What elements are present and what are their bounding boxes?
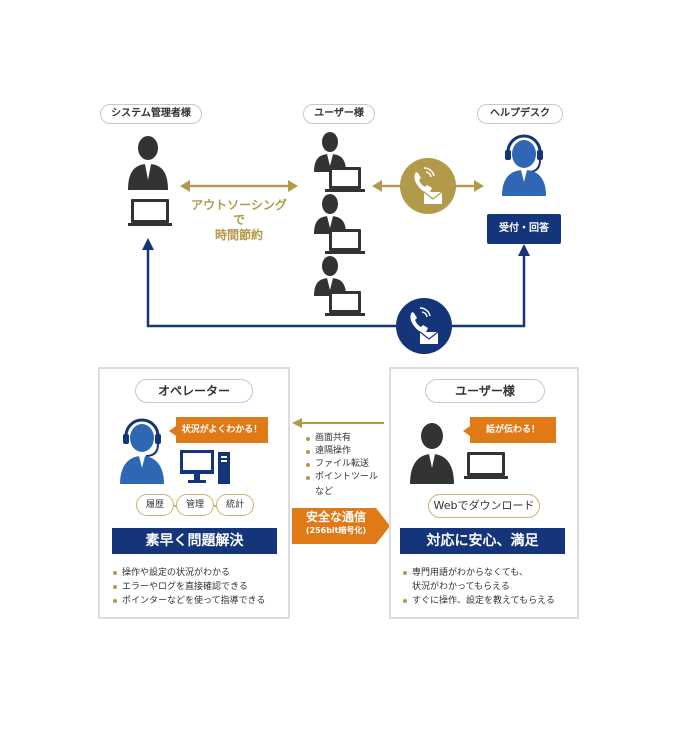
feature-arrow-icon xyxy=(292,418,384,428)
user-speech-bubble: 話が伝わる！ xyxy=(463,417,556,443)
feature-screen-share: 画面共有 xyxy=(305,432,385,445)
secure-text: 安全な通信 (256bit暗号化) xyxy=(290,510,382,538)
outsourcing-line2: 時間節約 xyxy=(214,228,263,242)
feature-remote-control: 遠隔操作 xyxy=(305,445,385,458)
feature-pointer-tool: ポイントツール xyxy=(305,471,385,484)
user-laptop-icon-1 xyxy=(325,167,365,192)
operator-bullets: 操作や設定の状況がわかる エラーやログを直接確認できる ポインターなどを使って指… xyxy=(112,566,287,608)
user-laptop-icon-3 xyxy=(325,291,365,316)
secure-arrow-icon xyxy=(292,508,390,544)
user-laptop-icon-2 xyxy=(325,229,365,254)
operator-bullet-2: エラーやログを直接確認できる xyxy=(112,580,287,594)
operator-illustration xyxy=(120,418,230,484)
outsourcing-arrow-icon xyxy=(180,180,298,192)
operator-headset-icon xyxy=(120,418,164,484)
admin-person-icon xyxy=(128,136,168,190)
outsourcing-line1: アウトソーシングで xyxy=(191,198,287,227)
user-panel-laptop-icon xyxy=(464,452,508,479)
user-bullet-3: すぐに操作、設定を教えてもらえる xyxy=(402,594,577,608)
helpdesk-headset-person-icon xyxy=(502,134,546,196)
operator-banner: 素早く問題解決 xyxy=(112,528,277,554)
helpdesk-reply-button[interactable]: 受付・回答 xyxy=(487,214,561,244)
web-download-button[interactable]: Webでダウンロード xyxy=(428,494,540,518)
user-person-icon-3 xyxy=(314,256,346,296)
operator-speech-bubble: 状況がよくわかる！ xyxy=(169,417,268,443)
secure-line1: 安全な通信 xyxy=(305,510,366,524)
tag-management: 管理 xyxy=(176,494,214,516)
operator-bullet-3: ポインターなどを使って指導できる xyxy=(112,594,287,608)
admin-laptop-icon xyxy=(128,199,172,226)
user-bullets: 専門用語がわからなくても、 状況がわかってもらえる すぐに操作、設定を教えてもら… xyxy=(402,566,577,608)
operator-label: オペレーター xyxy=(135,379,253,403)
operator-bullet-1: 操作や設定の状況がわかる xyxy=(112,566,287,580)
feature-file-transfer: ファイル転送 xyxy=(305,458,385,471)
operator-panel xyxy=(98,367,290,619)
monitor-icon xyxy=(180,450,230,484)
feature-list: 画面共有 遠隔操作 ファイル転送 ポイントツール xyxy=(305,432,385,484)
user-person-icon-2 xyxy=(314,194,346,234)
admin-helpdesk-loop-arrow-icon xyxy=(142,238,530,354)
user-helpdesk-arrow-icon xyxy=(372,158,484,214)
feature-etc: など xyxy=(315,487,334,497)
user-person-icon-1 xyxy=(314,132,346,172)
tag-history: 履歴 xyxy=(136,494,174,516)
user-panel-person-icon xyxy=(410,423,454,484)
tag-statistics: 統計 xyxy=(216,494,254,516)
user-bullet-1: 専門用語がわからなくても、 xyxy=(402,566,577,580)
user-banner: 対応に安心、満足 xyxy=(400,528,565,554)
user-bullet-2: 状況がわかってもらえる xyxy=(412,582,510,592)
user-panel xyxy=(389,367,579,619)
admin-label: システム管理者様 xyxy=(100,104,202,124)
outsourcing-text: アウトソーシングで 時間節約 xyxy=(186,198,292,243)
helpdesk-label: ヘルプデスク xyxy=(477,104,563,124)
user-panel-label: ユーザー様 xyxy=(425,379,545,403)
secure-line2: (256bit暗号化) xyxy=(305,526,367,535)
user-illustration xyxy=(410,423,508,484)
user-label: ユーザー様 xyxy=(303,104,375,124)
